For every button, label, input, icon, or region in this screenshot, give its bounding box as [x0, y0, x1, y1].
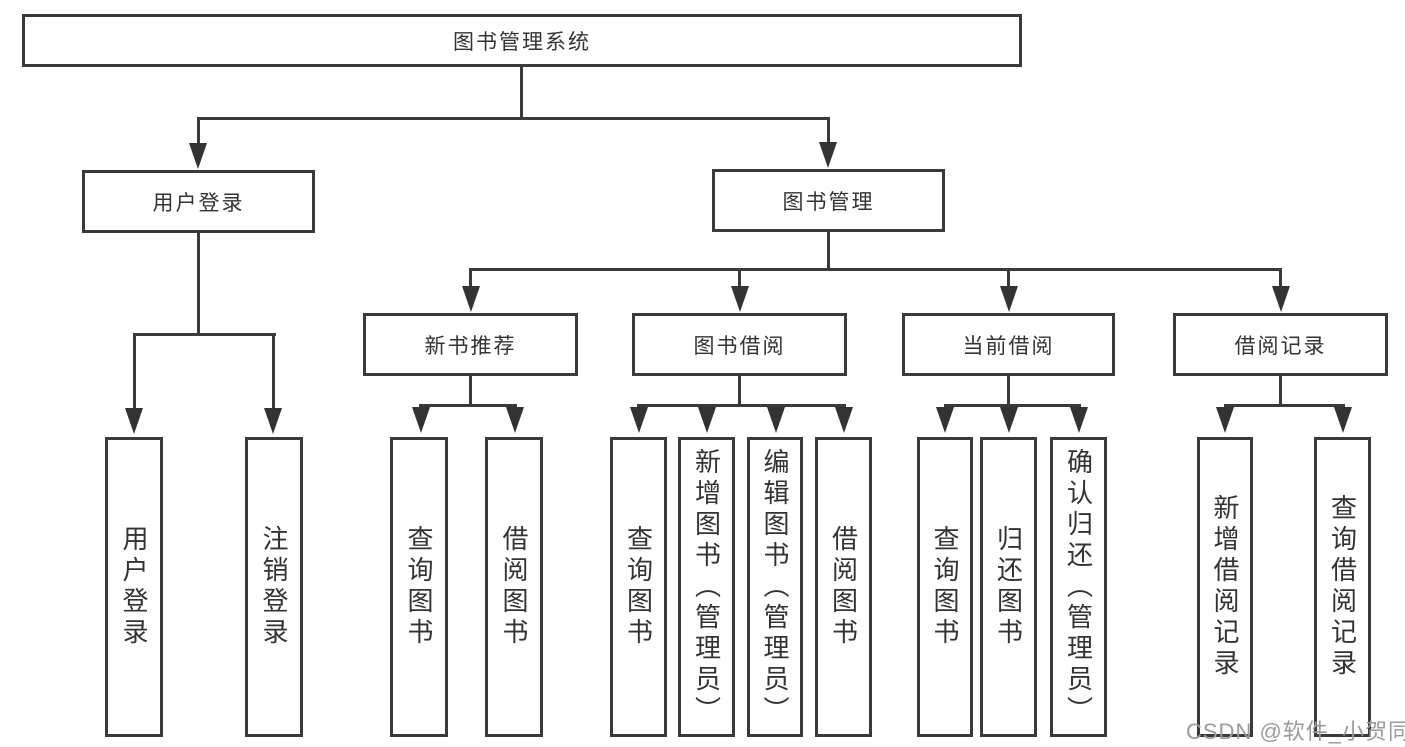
leaf-add-book-admin: 新增图书（管理员）	[678, 437, 735, 737]
connector-line	[197, 233, 200, 335]
arrow-down-icon	[936, 407, 954, 433]
arrow-down-icon	[1000, 407, 1018, 433]
node-new-book-recommend: 新书推荐	[363, 313, 578, 376]
arrow-down-icon	[731, 286, 749, 312]
node-label: 查询图书	[623, 525, 654, 649]
node-label: 借阅图书	[499, 525, 529, 649]
arrow-down-icon	[462, 286, 480, 312]
arrow-down-icon	[1070, 407, 1088, 433]
arrow-down-icon	[819, 142, 837, 168]
leaf-borrow-query-book: 查询图书	[610, 437, 667, 737]
arrow-down-icon	[1334, 407, 1352, 433]
node-label: 编辑图书（管理员）	[760, 447, 790, 727]
leaf-current-query-book: 查询图书	[917, 437, 973, 737]
node-user-login: 用户登录	[82, 170, 315, 233]
node-label: 归还图书	[993, 525, 1024, 649]
connector-line	[469, 268, 1282, 271]
leaf-user-login: 用户登录	[105, 437, 163, 737]
node-label: 借阅图书	[828, 525, 859, 649]
node-library-system: 图书管理系统	[22, 14, 1022, 67]
node-book-borrow: 图书借阅	[632, 313, 847, 376]
connector-line	[520, 66, 523, 120]
node-label: 用户登录	[119, 525, 149, 649]
node-label: 注销登录	[259, 525, 289, 649]
leaf-confirm-return-admin: 确认归还（管理员）	[1050, 437, 1107, 737]
node-label: 新增图书（管理员）	[691, 447, 722, 727]
arrow-down-icon	[1216, 407, 1234, 433]
arrow-down-icon	[264, 408, 282, 434]
connector-line	[738, 376, 741, 407]
connector-line	[1224, 404, 1345, 407]
connector-line	[827, 117, 830, 147]
node-label: 确认归还（管理员）	[1063, 447, 1094, 727]
leaf-add-borrow-record: 新增借阅记录	[1197, 437, 1253, 737]
connector-line	[133, 333, 136, 411]
node-label: 图书管理	[782, 190, 875, 214]
arrow-down-icon	[767, 407, 785, 433]
arrow-down-icon	[412, 407, 430, 433]
arrow-down-icon	[835, 407, 853, 433]
arrow-down-icon	[630, 407, 648, 433]
leaf-logout: 注销登录	[245, 437, 303, 737]
arrow-down-icon	[1272, 286, 1290, 312]
node-book-management: 图书管理	[712, 169, 945, 232]
connector-line	[637, 404, 846, 407]
node-label: 图书借阅	[693, 334, 786, 358]
arrow-down-icon	[506, 407, 524, 433]
leaf-recommend-query-book: 查询图书	[390, 437, 448, 737]
connector-line	[1279, 376, 1282, 407]
leaf-edit-book-admin: 编辑图书（管理员）	[747, 437, 803, 737]
connector-line	[419, 404, 517, 407]
connector-line	[944, 404, 1081, 407]
arrow-down-icon	[189, 143, 207, 169]
connector-line	[1279, 268, 1282, 289]
connector-line	[1007, 376, 1010, 407]
node-label: 用户登录	[152, 191, 245, 215]
leaf-query-borrow-record: 查询借阅记录	[1314, 437, 1371, 737]
connector-line	[738, 268, 741, 289]
node-label: 新增借阅记录	[1210, 494, 1240, 680]
node-label: 当前借阅	[962, 334, 1055, 358]
arrow-down-icon	[1000, 286, 1018, 312]
connector-line	[469, 268, 472, 289]
leaf-borrow-borrow-book: 借阅图书	[815, 437, 872, 737]
node-label: 借阅记录	[1234, 334, 1327, 358]
leaf-return-book: 归还图书	[980, 437, 1037, 737]
csdn-watermark: CSDN @软件_小贺同学	[1186, 719, 1405, 744]
arrow-down-icon	[125, 408, 143, 434]
connector-line	[469, 375, 472, 407]
leaf-recommend-borrow-book: 借阅图书	[485, 437, 543, 737]
node-label: 新书推荐	[424, 334, 517, 358]
connector-line	[1007, 268, 1010, 289]
node-label: 查询图书	[930, 525, 960, 649]
connector-line	[827, 232, 830, 271]
connector-line	[133, 333, 276, 336]
node-label: 查询借阅记录	[1327, 494, 1358, 680]
arrow-down-icon	[698, 407, 716, 433]
connector-line	[197, 117, 200, 147]
node-current-borrow: 当前借阅	[902, 313, 1115, 376]
node-borrow-records: 借阅记录	[1173, 313, 1388, 376]
connector-line	[272, 333, 275, 411]
connector-line	[197, 117, 830, 120]
node-label: 图书管理系统	[453, 30, 591, 54]
node-label: 查询图书	[404, 525, 434, 649]
